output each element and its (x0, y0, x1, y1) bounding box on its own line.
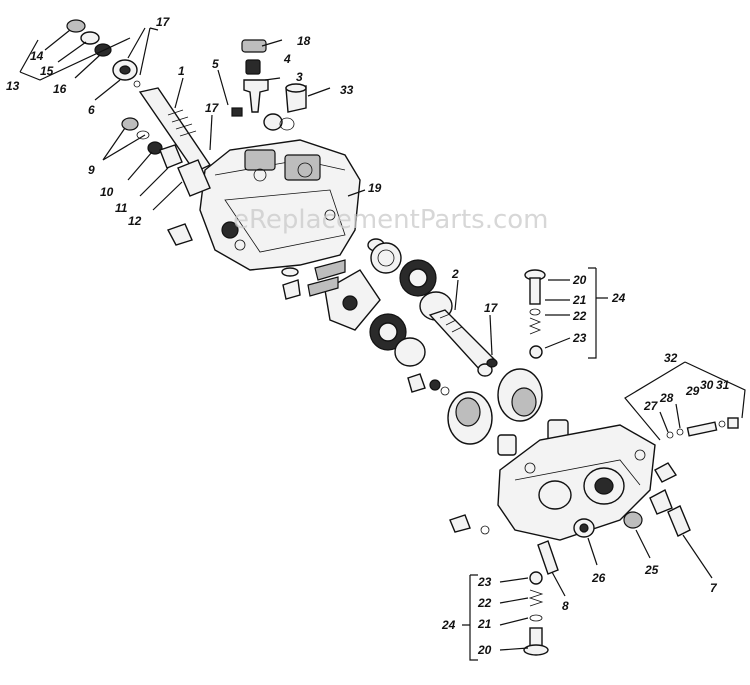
callout-24-lower: 24 (441, 618, 456, 632)
callout-12: 12 (128, 214, 142, 228)
rotor-small-parts (407, 358, 498, 396)
callout-21-upper: 21 (572, 293, 587, 307)
seal-stack (66, 19, 141, 88)
left-small-parts (121, 117, 211, 246)
callout-17-lower: 17 (484, 301, 499, 315)
callout-28: 28 (659, 391, 674, 405)
callout-30: 30 (700, 378, 714, 392)
callout-9: 9 (88, 163, 95, 177)
callout-27: 27 (643, 399, 659, 413)
callout-5: 5 (212, 57, 219, 71)
input-shaft (138, 87, 212, 173)
upper-housing (199, 139, 361, 271)
callout-23-lower: 23 (477, 575, 492, 589)
callout-26: 26 (591, 571, 606, 585)
callout-32: 32 (664, 351, 678, 365)
output-shaft (428, 309, 497, 371)
callout-17-top: 17 (156, 15, 171, 29)
relief-valve-assembly (666, 417, 739, 439)
callout-11: 11 (115, 201, 128, 215)
callout-labels: 14 15 13 16 6 17 1 5 17 18 4 3 33 9 10 1… (6, 15, 730, 657)
valve-stack-upper (524, 269, 546, 359)
callout-6: 6 (88, 103, 95, 117)
callout-19: 19 (368, 181, 382, 195)
lower-housing (497, 424, 656, 541)
callout-17-mid: 17 (205, 101, 220, 115)
callout-33: 33 (340, 83, 354, 97)
callout-22-upper: 22 (572, 309, 587, 323)
callout-7: 7 (710, 581, 718, 595)
callout-1: 1 (178, 64, 185, 78)
callout-15: 15 (40, 64, 54, 78)
callout-22-lower: 22 (477, 596, 492, 610)
pump-rotors (447, 368, 569, 456)
lower-side-parts (449, 462, 691, 575)
callout-18: 18 (297, 34, 311, 48)
callout-4: 4 (283, 52, 291, 66)
callout-10: 10 (100, 185, 114, 199)
center-bearings (281, 238, 453, 367)
watermark-text: eReplacementParts.com (233, 205, 549, 235)
callout-16: 16 (53, 82, 67, 96)
callout-21-lower: 21 (477, 617, 492, 631)
valve-stack-lower (523, 571, 549, 656)
callout-23-upper: 23 (572, 331, 587, 345)
callout-29: 29 (685, 384, 700, 398)
callout-14: 14 (30, 49, 44, 63)
callout-2: 2 (451, 267, 459, 281)
callout-24-upper: 24 (611, 291, 626, 305)
callout-31: 31 (716, 378, 730, 392)
callout-13: 13 (6, 79, 20, 93)
callout-20-upper: 20 (572, 273, 587, 287)
callout-20-lower: 20 (477, 643, 492, 657)
upper-top-parts (231, 39, 307, 131)
leader-lines (19, 27, 746, 661)
callout-25: 25 (644, 563, 659, 577)
callout-8: 8 (562, 599, 569, 613)
callout-3: 3 (296, 70, 303, 84)
